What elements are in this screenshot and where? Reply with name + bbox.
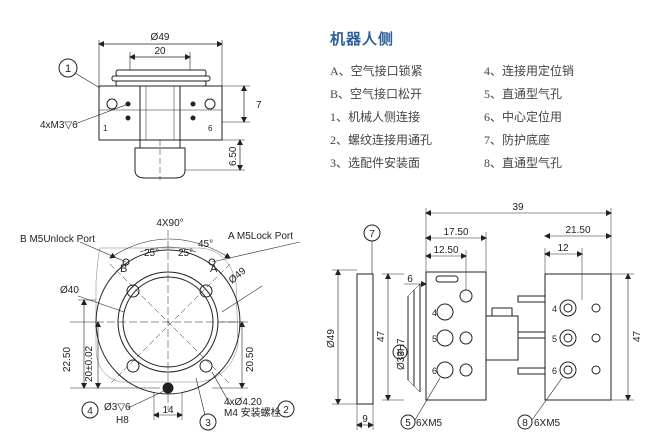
legend-item: 2、螺纹连接用通孔 bbox=[330, 133, 433, 147]
dim-1750: 17.50 bbox=[443, 227, 468, 238]
right-views-text: 7 39 17.50 12.50 21.50 12 6 47 Ø49 Ø33H7… bbox=[326, 202, 643, 429]
dim-14: 14 bbox=[162, 405, 174, 416]
side-dim-650: 6.50 bbox=[228, 146, 239, 166]
dia-33-label: Ø33H7 bbox=[396, 338, 407, 370]
legend-item: 3、选配件安装面 bbox=[330, 156, 421, 170]
legend-item: 6、中心定位用 bbox=[484, 110, 563, 124]
dia-49-side: Ø49 bbox=[326, 329, 337, 348]
thread-right: 6XM5 bbox=[534, 418, 561, 429]
marker-b: B bbox=[120, 263, 127, 275]
front-view-text: 4X90° B M5Unlock Port A M5Lock Port 25° … bbox=[20, 218, 293, 429]
legend-title: 机器人侧 bbox=[330, 32, 395, 48]
dim-39: 39 bbox=[512, 202, 524, 213]
dim-6: 6 bbox=[407, 274, 413, 285]
angle-45: 45° bbox=[198, 239, 213, 250]
dim-9: 9 bbox=[362, 414, 368, 425]
port-4-right: 4 bbox=[552, 304, 557, 314]
port-b-label: B M5Unlock Port bbox=[20, 234, 95, 245]
callout-7: 7 bbox=[369, 229, 375, 240]
angle-25-right: 25° bbox=[178, 248, 193, 259]
side-dim-7: 7 bbox=[256, 100, 262, 111]
dim-2050: 20.50 bbox=[245, 347, 256, 372]
callout-8: 8 bbox=[522, 418, 528, 429]
dim-1250: 12.50 bbox=[433, 245, 458, 256]
holes-sub: M4 安装螺栓 bbox=[224, 406, 281, 419]
port-6-left: 6 bbox=[432, 366, 437, 376]
dim-20-tol: 20±0.02 bbox=[84, 345, 95, 382]
side-dim-20: 20 bbox=[154, 46, 166, 57]
callout-3: 3 bbox=[205, 418, 211, 429]
dia-49-label: Ø49 bbox=[227, 265, 249, 286]
right-views bbox=[332, 208, 634, 430]
dim-12: 12 bbox=[557, 243, 569, 254]
side-hole-label: 4xM3▽6 bbox=[40, 120, 78, 131]
pin-fit: H8 bbox=[116, 415, 129, 426]
side-mark-1: 1 bbox=[103, 124, 108, 133]
angle-25-left: 25° bbox=[144, 248, 159, 259]
holes-label: 4xØ4.20 bbox=[224, 397, 262, 408]
port-5-right: 5 bbox=[552, 334, 557, 344]
port-4-left: 4 bbox=[432, 308, 437, 318]
legend-item: 7、防护底座 bbox=[484, 133, 551, 147]
front-view bbox=[70, 230, 301, 431]
dia-40-label: Ø40 bbox=[60, 285, 79, 296]
side-view bbox=[58, 40, 250, 180]
thread-left: 6XM5 bbox=[416, 418, 443, 429]
dim-47-left: 47 bbox=[376, 330, 387, 342]
callout-4: 4 bbox=[87, 406, 93, 417]
port-a-label: A M5Lock Port bbox=[228, 231, 293, 242]
callout-1: 1 bbox=[65, 63, 71, 75]
legend-item: 5、直通型气孔 bbox=[484, 87, 563, 101]
legend-item: 4、连接用定位销 bbox=[484, 64, 575, 78]
legend-item: B、空气接口松开 bbox=[330, 87, 423, 101]
side-view-text: Ø49 20 7 6.50 4xM3▽6 1 1 6 bbox=[40, 32, 262, 166]
legend-item: A、空气接口锁紧 bbox=[330, 64, 423, 78]
dim-2250: 22.50 bbox=[62, 347, 73, 372]
pin-label: Ø3▽6 bbox=[104, 402, 131, 413]
callout-2: 2 bbox=[283, 405, 289, 416]
dim-2150: 21.50 bbox=[565, 225, 590, 236]
port-6-right: 6 bbox=[552, 366, 557, 376]
callout-5: 5 bbox=[405, 418, 411, 429]
dim-47-right: 47 bbox=[632, 330, 643, 342]
front-angle-label: 4X90° bbox=[156, 218, 183, 229]
marker-a: A bbox=[210, 263, 218, 275]
port-5-left: 5 bbox=[432, 334, 437, 344]
callout-6: 6 bbox=[397, 348, 403, 359]
side-dia-label: Ø49 bbox=[151, 32, 170, 43]
legend-item: 8、直通型气孔 bbox=[484, 156, 563, 170]
legend-item: 1、机械人侧连接 bbox=[330, 110, 421, 124]
side-mark-6: 6 bbox=[208, 124, 213, 133]
